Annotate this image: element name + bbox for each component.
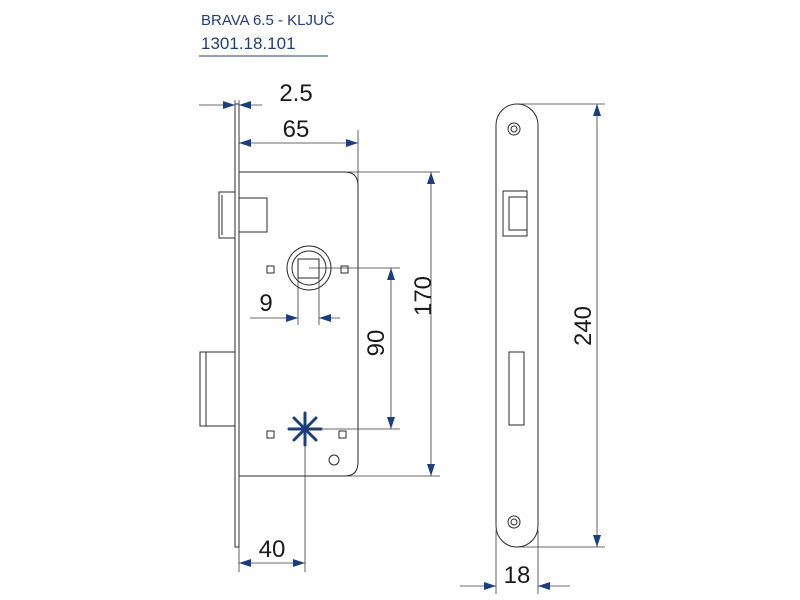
fixing-hole — [328, 454, 340, 466]
dim-label-65: 65 — [283, 116, 310, 143]
dim-backset-width: 65 — [238, 112, 359, 186]
dim-label-18: 18 — [504, 562, 531, 589]
drawing-title: BRAVA 6.5 - KLJUČ — [201, 12, 335, 29]
dim-faceplate-width: 18 — [460, 530, 570, 594]
deadbolt-opening — [508, 351, 525, 426]
screw-hole — [266, 430, 275, 439]
product-code: 1301.18.101 — [201, 34, 296, 53]
faceplate-side — [234, 103, 240, 548]
dim-faceplate-thickness: 2.5 — [199, 80, 313, 112]
screw-hole — [338, 430, 347, 439]
screw-hole — [266, 265, 275, 274]
faceplate-front-view — [495, 103, 539, 548]
dead-bolt — [199, 351, 236, 427]
dim-body-height: 170 — [345, 171, 440, 477]
dim-handle-square: 9 — [250, 278, 340, 325]
dim-label-170: 170 — [410, 276, 437, 316]
lock-case — [239, 171, 359, 477]
dim-center-distance: 90 — [305, 267, 400, 430]
latch-bolt — [218, 191, 268, 239]
latch-opening — [502, 190, 528, 237]
dim-label-9: 9 — [259, 290, 272, 317]
dim-label-40: 40 — [259, 536, 286, 563]
dim-faceplate-height: 240 — [517, 103, 605, 548]
dim-key-backset: 40 — [238, 445, 306, 572]
dim-label-240: 240 — [570, 306, 597, 346]
screw-hole — [340, 265, 349, 274]
dim-label-2-5: 2.5 — [279, 80, 312, 107]
lock-body-view — [199, 103, 359, 548]
faceplate-front — [495, 103, 539, 548]
dim-label-90: 90 — [363, 330, 390, 357]
